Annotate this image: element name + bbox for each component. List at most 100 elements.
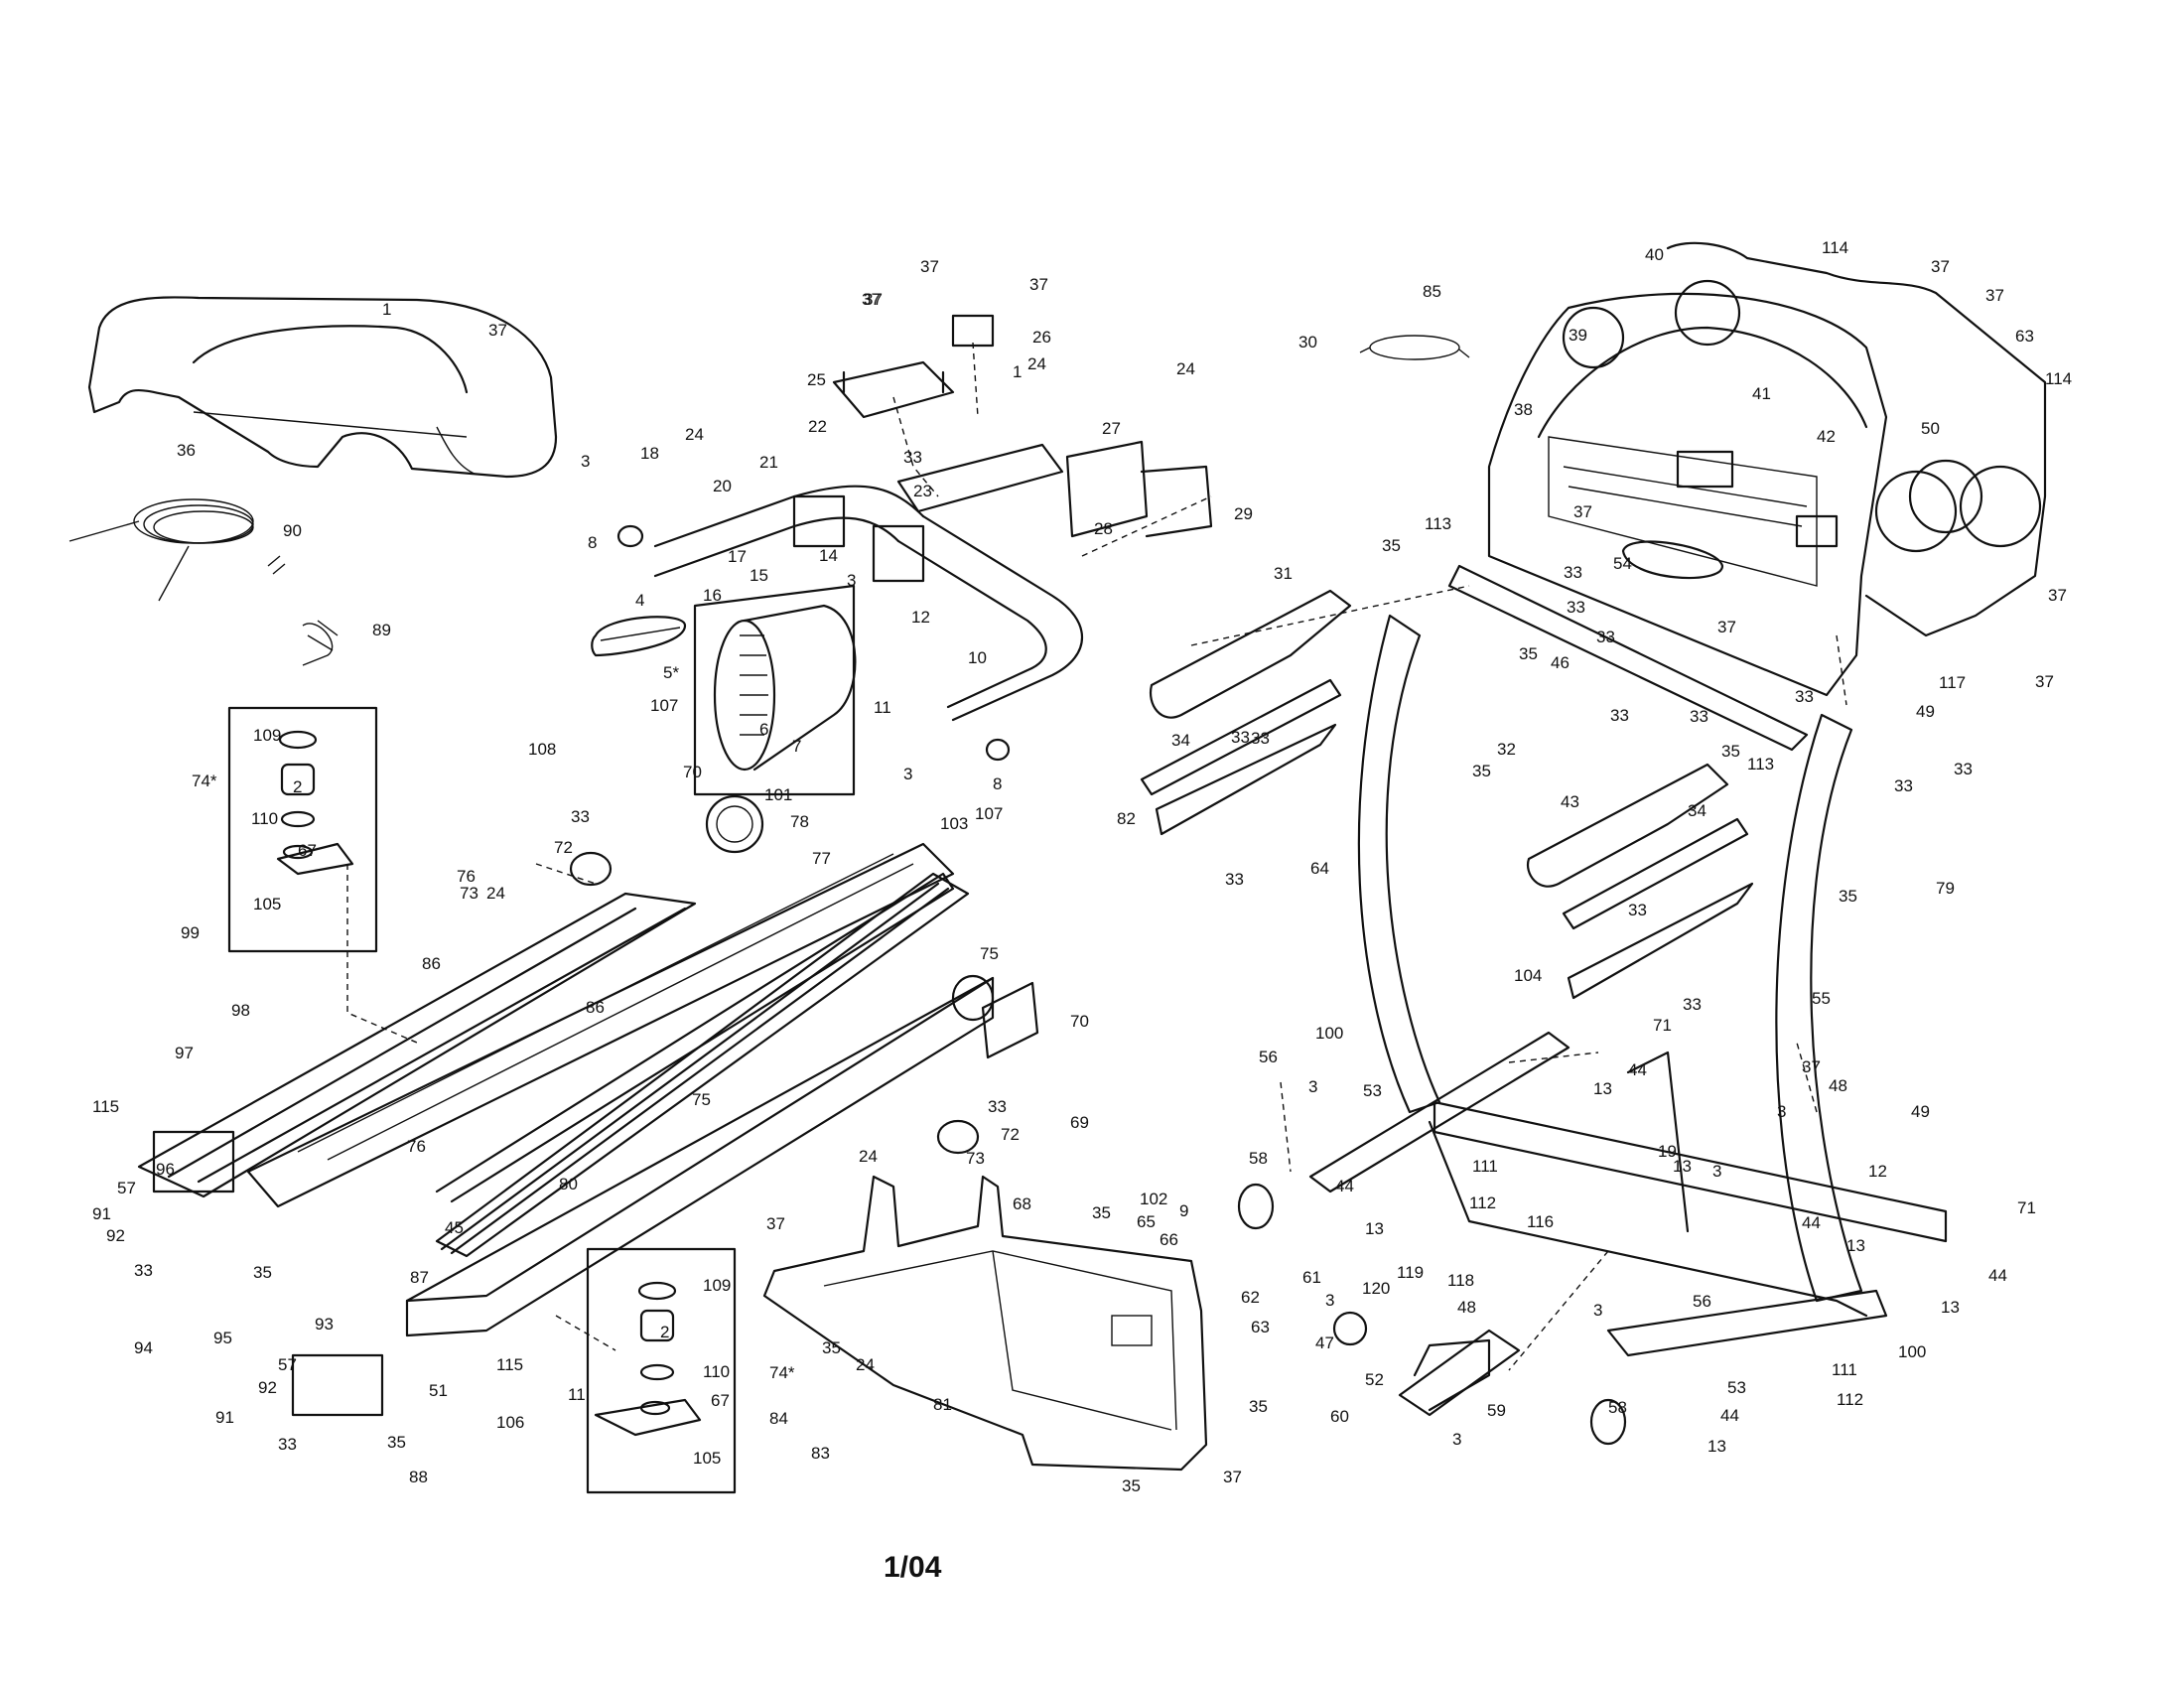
part-label-13: 13 bbox=[1365, 1219, 1384, 1238]
part-label-70: 70 bbox=[1070, 1012, 1089, 1031]
part-label-34: 34 bbox=[1688, 801, 1706, 820]
part-label-11: 11 bbox=[874, 698, 891, 717]
part-label-19: 19 bbox=[1658, 1142, 1677, 1161]
part-label-33: 33 bbox=[134, 1261, 153, 1280]
part-label-29: 29 bbox=[1234, 504, 1253, 523]
part-label-104: 104 bbox=[1514, 966, 1542, 985]
part-label-37: 37 bbox=[2035, 672, 2054, 691]
part-label-23: 23 bbox=[913, 482, 932, 500]
part-label-67: 67 bbox=[298, 841, 317, 860]
part-label-49: 49 bbox=[1911, 1102, 1930, 1121]
handrails bbox=[1140, 589, 1754, 1000]
part-label-67: 67 bbox=[711, 1391, 730, 1410]
part-label-77: 77 bbox=[812, 849, 831, 868]
part-label-95: 95 bbox=[213, 1329, 232, 1347]
part-label-83: 83 bbox=[811, 1444, 830, 1463]
part-label-60: 60 bbox=[1330, 1407, 1349, 1426]
part-label-107: 107 bbox=[650, 696, 678, 715]
part-label-115: 115 bbox=[496, 1355, 523, 1374]
part-label-76: 76 bbox=[457, 867, 476, 886]
part-label-13: 13 bbox=[1707, 1437, 1726, 1456]
part-label-59: 59 bbox=[1487, 1401, 1506, 1420]
part-label-91: 91 bbox=[92, 1204, 111, 1223]
part-label-99: 99 bbox=[181, 923, 200, 942]
part-label-18: 18 bbox=[640, 444, 659, 463]
part-label-37: 37 bbox=[1802, 1057, 1821, 1076]
part-label-75: 75 bbox=[980, 944, 999, 963]
part-label-112: 112 bbox=[1837, 1390, 1863, 1409]
part-label-5star: 5* bbox=[663, 663, 679, 682]
wire-harnesses bbox=[68, 335, 1470, 666]
part-label-35: 35 bbox=[1122, 1476, 1141, 1495]
part-label-33: 33 bbox=[571, 807, 590, 826]
part-label-96: 96 bbox=[156, 1160, 175, 1179]
part-label-21: 21 bbox=[759, 453, 778, 472]
part-label-72: 72 bbox=[554, 838, 573, 857]
part-label-97: 97 bbox=[175, 1044, 194, 1062]
part-label-37: 37 bbox=[2048, 586, 2067, 605]
part-label-113: 113 bbox=[1747, 755, 1774, 773]
part-label-110: 110 bbox=[703, 1362, 730, 1381]
part-label-28: 28 bbox=[1094, 519, 1113, 538]
part-label-35: 35 bbox=[1092, 1203, 1111, 1222]
part-label-12: 12 bbox=[1868, 1162, 1887, 1181]
part-label-33: 33 bbox=[1231, 728, 1250, 747]
base-frame bbox=[1308, 1031, 1948, 1357]
part-label-33: 33 bbox=[1628, 901, 1647, 919]
part-label-3: 3 bbox=[1593, 1301, 1602, 1320]
part-label-24: 24 bbox=[856, 1355, 875, 1374]
part-label-35: 35 bbox=[822, 1338, 841, 1357]
part-label-70: 70 bbox=[683, 763, 702, 781]
part-label-49: 49 bbox=[1916, 702, 1935, 721]
part-label-63: 63 bbox=[1251, 1318, 1270, 1336]
part-label-33: 33 bbox=[988, 1097, 1007, 1116]
part-label-44: 44 bbox=[1335, 1177, 1354, 1195]
part-label-44: 44 bbox=[1628, 1060, 1647, 1079]
part-label-35: 35 bbox=[1249, 1397, 1268, 1416]
part-label-13: 13 bbox=[1593, 1079, 1612, 1098]
part-label-33: 33 bbox=[278, 1435, 297, 1454]
part-label-84: 84 bbox=[769, 1409, 788, 1428]
part-label-86: 86 bbox=[422, 954, 441, 973]
part-label-33: 33 bbox=[1564, 563, 1582, 582]
part-label-17: 17 bbox=[728, 547, 747, 566]
base-cover bbox=[762, 1175, 1208, 1472]
part-label-81: 81 bbox=[933, 1395, 952, 1414]
part-label-82: 82 bbox=[1117, 809, 1136, 828]
part-label-91: 91 bbox=[215, 1408, 234, 1427]
part-label-57: 57 bbox=[278, 1355, 297, 1374]
part-label-68: 68 bbox=[1013, 1194, 1031, 1213]
part-label-33: 33 bbox=[1610, 706, 1629, 725]
part-label-107: 107 bbox=[975, 804, 1003, 823]
part-label-45: 45 bbox=[445, 1218, 464, 1237]
part-label-115: 115 bbox=[92, 1097, 119, 1116]
part-label-105: 105 bbox=[253, 895, 281, 913]
part-label-41: 41 bbox=[1752, 384, 1771, 403]
part-label-46: 46 bbox=[1551, 653, 1570, 672]
part-label-14: 14 bbox=[819, 546, 838, 565]
part-label-8: 8 bbox=[588, 533, 597, 552]
part-label-69: 69 bbox=[1070, 1113, 1089, 1132]
part-label-37: 37 bbox=[1573, 502, 1592, 521]
part-label-3: 3 bbox=[903, 765, 912, 783]
part-label-117: 117 bbox=[1939, 673, 1966, 692]
part-label-109: 109 bbox=[253, 726, 281, 745]
part-label-102: 102 bbox=[1140, 1190, 1167, 1208]
part-label-112: 112 bbox=[1469, 1193, 1496, 1212]
part-label-33: 33 bbox=[1690, 707, 1708, 726]
part-label-30: 30 bbox=[1298, 333, 1317, 351]
part-label-13: 13 bbox=[1846, 1236, 1865, 1255]
part-label-48: 48 bbox=[1829, 1076, 1847, 1095]
part-label-26: 26 bbox=[1032, 328, 1051, 347]
part-label-72: 72 bbox=[1001, 1125, 1020, 1144]
part-label-58: 58 bbox=[1249, 1149, 1268, 1168]
part-label-76: 76 bbox=[407, 1137, 426, 1156]
part-label-36: 36 bbox=[177, 441, 196, 460]
part-label-39: 39 bbox=[1569, 326, 1587, 345]
part-label-16: 16 bbox=[703, 586, 722, 605]
part-label-62: 62 bbox=[1241, 1288, 1260, 1307]
part-label-120: 120 bbox=[1362, 1279, 1390, 1298]
part-label-58: 58 bbox=[1608, 1398, 1627, 1417]
part-label-73: 73 bbox=[460, 884, 478, 903]
part-label-2: 2 bbox=[293, 777, 302, 796]
